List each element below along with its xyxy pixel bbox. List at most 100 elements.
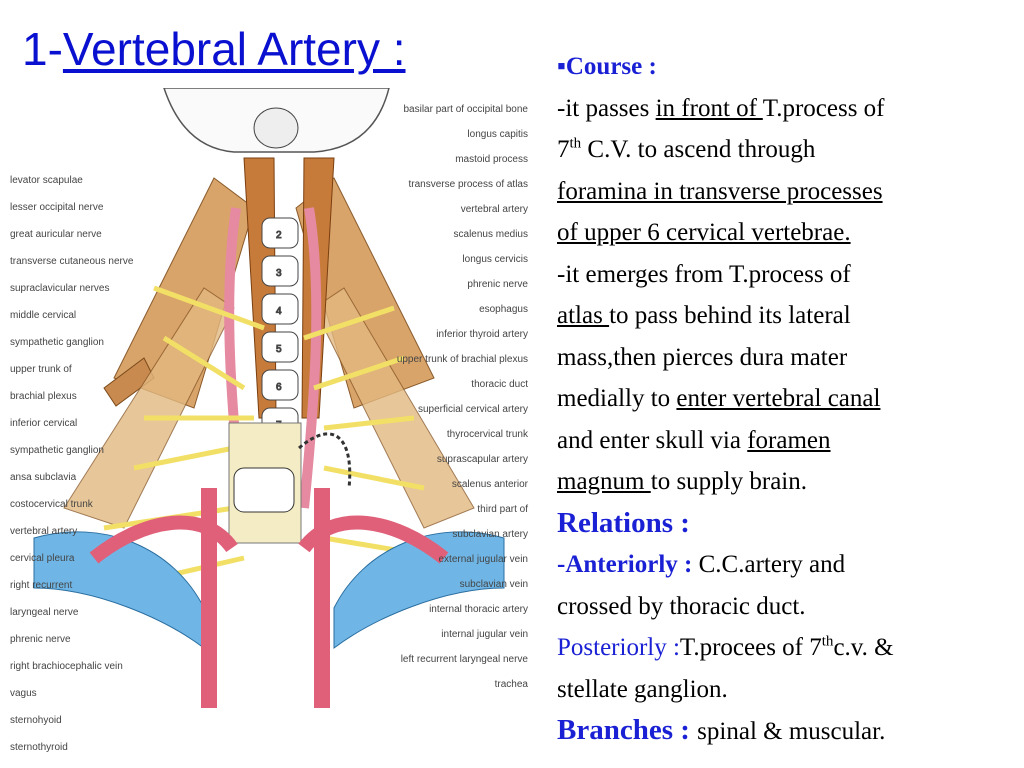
figure-label: third part of [477, 504, 528, 515]
figure-label: internal thoracic artery [429, 604, 528, 615]
course-line-10: magnum to supply brain. [557, 461, 1017, 503]
posteriorly-line: Posteriorly :T.procees of 7thc.v. & [557, 627, 1017, 669]
vertebra [261, 369, 299, 401]
figure-label: sympathetic ganglion [10, 445, 104, 456]
vertebra-number: 2 [276, 230, 282, 241]
figure-label: upper trunk of [10, 364, 72, 375]
figure-label: scalenus medius [454, 229, 528, 240]
figure-label: esophagus [479, 304, 528, 315]
figure-label: ansa subclavia [10, 472, 77, 483]
figure-label: inferior thyroid artery [436, 329, 528, 340]
anteriorly-label: -Anteriorly : [557, 551, 699, 578]
figure-label: cervical pleura [10, 553, 75, 564]
figure-label: phrenic nerve [467, 279, 528, 290]
figure-label: left recurrent laryngeal nerve [401, 654, 529, 665]
branches-text: spinal & muscular. [697, 718, 886, 745]
figure-label: right brachiocephalic vein [10, 661, 123, 672]
figure-label: superficial cervical artery [418, 404, 528, 415]
course-line-8: medially to enter vertebral canal [557, 378, 1017, 420]
relation-text: C.C.artery and [698, 551, 846, 578]
course-bullet: ▪ [557, 53, 566, 80]
course-underlined: foramen [747, 426, 831, 454]
figure-label: transverse cutaneous nerve [10, 256, 134, 267]
figure-label: vertebral artery [10, 526, 77, 537]
vertebra [261, 331, 299, 363]
figure-label: vertebral artery [461, 204, 528, 215]
figure-label: phrenic nerve [10, 634, 71, 645]
figure-label: subclavian artery [452, 529, 528, 540]
posteriorly-line-2: stellate ganglion. [557, 675, 728, 703]
branches-line: Branches : spinal & muscular. [557, 710, 1017, 753]
course-text: C.V. to ascend through [581, 136, 816, 163]
figure-label: longus cervicis [462, 254, 528, 265]
anteriorly-line: -Anteriorly : C.C.artery and [557, 544, 1017, 586]
figure-label: costocervical trunk [10, 499, 94, 510]
figure-label: upper trunk of brachial plexus [397, 354, 528, 365]
title-main: Vertebral Artery : [62, 23, 406, 75]
figure-label: right recurrent [10, 580, 72, 591]
relations-heading: Relations : [557, 506, 690, 539]
vertebra [261, 255, 299, 287]
course-line-3: foramina in transverse processes [557, 177, 883, 205]
figure-label: sternothyroid [10, 742, 68, 753]
figure-label: supraclavicular nerves [10, 283, 110, 294]
course-line-6: atlas to pass behind its lateral [557, 295, 1017, 337]
course-line-1: -it passes in front of T.process of [557, 88, 1017, 130]
relation-text: T.procees of 7 [679, 634, 822, 661]
figure-label: sternohyoid [10, 715, 62, 726]
course-line-2: 7th C.V. to ascend through [557, 129, 1017, 171]
posteriorly-label: Posteriorly : [557, 634, 680, 661]
course-underlined: enter vertebral canal [676, 385, 881, 412]
figure-label: great auricular nerve [10, 229, 102, 240]
figure-label: sympathetic ganglion [10, 337, 104, 348]
content-text: ▪Course : -it passes in front of T.proce… [557, 46, 1017, 753]
figure-label: vagus [10, 688, 37, 699]
figure-label: mastoid process [455, 154, 528, 165]
course-heading: Course : [565, 53, 657, 80]
course-underlined: magnum [557, 468, 651, 495]
course-heading-line: ▪Course : [557, 46, 1017, 88]
title-prefix: 1- [22, 23, 63, 75]
figure-label: trachea [495, 679, 529, 690]
course-line-4: of upper 6 cervical vertebrae. [557, 219, 851, 246]
vertebra-number: 5 [276, 344, 282, 355]
figure-label: middle cervical [10, 310, 76, 321]
course-text: to pass behind its lateral [609, 302, 851, 329]
figure-label: basilar part of occipital bone [403, 104, 528, 115]
figure-label: levator scapulae [10, 175, 83, 186]
figure-label: scalenus anterior [452, 479, 529, 490]
course-text: and enter skull via [557, 426, 748, 454]
course-line-7: mass,then pierces dura mater [557, 343, 848, 371]
figure-label: inferior cervical [10, 418, 77, 429]
figure-label: subclavian vein [460, 579, 528, 590]
course-underlined: atlas [557, 302, 610, 329]
vertebra-number: 3 [276, 268, 282, 279]
course-text: T.process of [762, 94, 885, 122]
course-text: 7 [557, 136, 570, 163]
figure-label: brachial plexus [10, 391, 77, 402]
figure-label: longus capitis [467, 129, 528, 140]
anteriorly-line-2: crossed by thoracic duct. [557, 592, 806, 620]
superscript: th [569, 135, 582, 152]
course-text: -it passes [557, 94, 656, 122]
figure-label: lesser occipital nerve [10, 202, 104, 213]
course-text: medially to [557, 385, 677, 412]
vertebra-number: 4 [276, 306, 282, 317]
figure-label: internal jugular vein [441, 629, 528, 640]
course-underlined: in front of [655, 94, 763, 122]
course-line-5: -it emerges from T.process of [557, 260, 851, 288]
course-text: to supply brain. [650, 468, 807, 495]
relation-text: c.v. & [833, 634, 894, 661]
course-line-9: and enter skull via foramen [557, 420, 1017, 462]
branches-label: Branches : [557, 714, 698, 746]
vertebra [261, 217, 299, 249]
figure-label: laryngeal nerve [10, 607, 79, 618]
superscript: th [821, 633, 834, 650]
vertebra-number: 6 [276, 382, 282, 393]
figure-label: suprascapular artery [437, 454, 528, 465]
slide-title: 1-Vertebral Artery : [22, 22, 406, 76]
vertebra [261, 293, 299, 325]
figure-label: thyrocervical trunk [447, 429, 529, 440]
figure-label: external jugular vein [439, 554, 529, 565]
